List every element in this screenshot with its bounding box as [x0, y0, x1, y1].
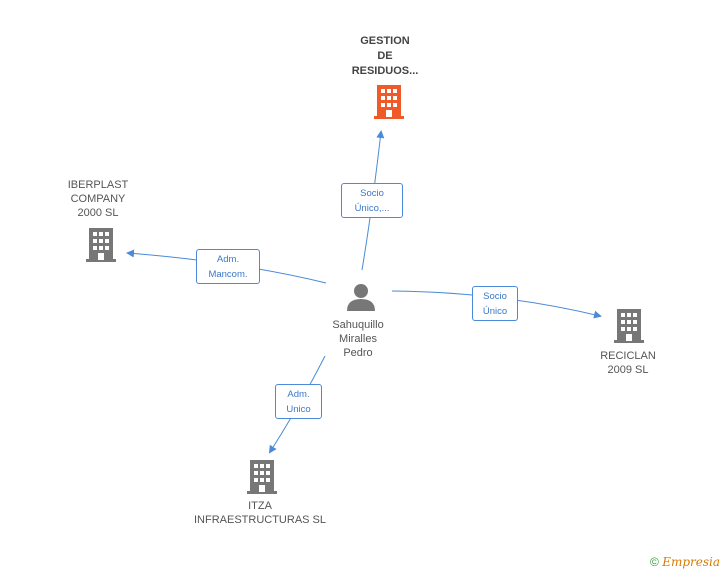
relation-label-gestion[interactable]: Socio Único,...	[341, 183, 403, 218]
relation-line-1: Adm.	[287, 389, 310, 400]
relation-label-iberplast[interactable]: Adm. Mancom.	[196, 249, 260, 284]
relation-line-1: Socio	[360, 188, 384, 199]
building-icon[interactable]	[614, 309, 644, 343]
building-icon[interactable]	[86, 228, 116, 262]
company-name-itza[interactable]: ITZA INFRAESTRUCTURAS SL	[193, 500, 327, 526]
empresia-logo: Empresia	[662, 555, 720, 569]
person-icon[interactable]	[346, 282, 376, 312]
relation-line-2: Único	[482, 306, 508, 317]
person-name[interactable]: Sahuquillo Miralles Pedro	[332, 319, 384, 359]
relation-line-1: Adm.	[216, 254, 240, 265]
relation-line-2: Único,...	[354, 203, 390, 214]
company-name-reciclan[interactable]: RECICLAN 2009 SL	[600, 350, 656, 376]
relation-label-reciclan[interactable]: Socio Único	[472, 286, 518, 321]
company-name-iberplast[interactable]: IBERPLAST COMPANY 2000 SL	[67, 179, 129, 219]
relation-line-2: Unico	[286, 404, 311, 415]
copyright-icon: ©	[650, 555, 659, 569]
relation-label-itza[interactable]: Adm. Unico	[275, 384, 322, 419]
company-name-gestion[interactable]: GESTION DE RESIDUOS...	[351, 35, 419, 77]
footer-brand: © Empresia	[650, 555, 720, 569]
building-icon[interactable]	[374, 85, 404, 119]
building-icon[interactable]	[247, 460, 277, 494]
relation-line-2: Mancom.	[208, 269, 248, 280]
relation-line-1: Socio	[483, 291, 507, 302]
